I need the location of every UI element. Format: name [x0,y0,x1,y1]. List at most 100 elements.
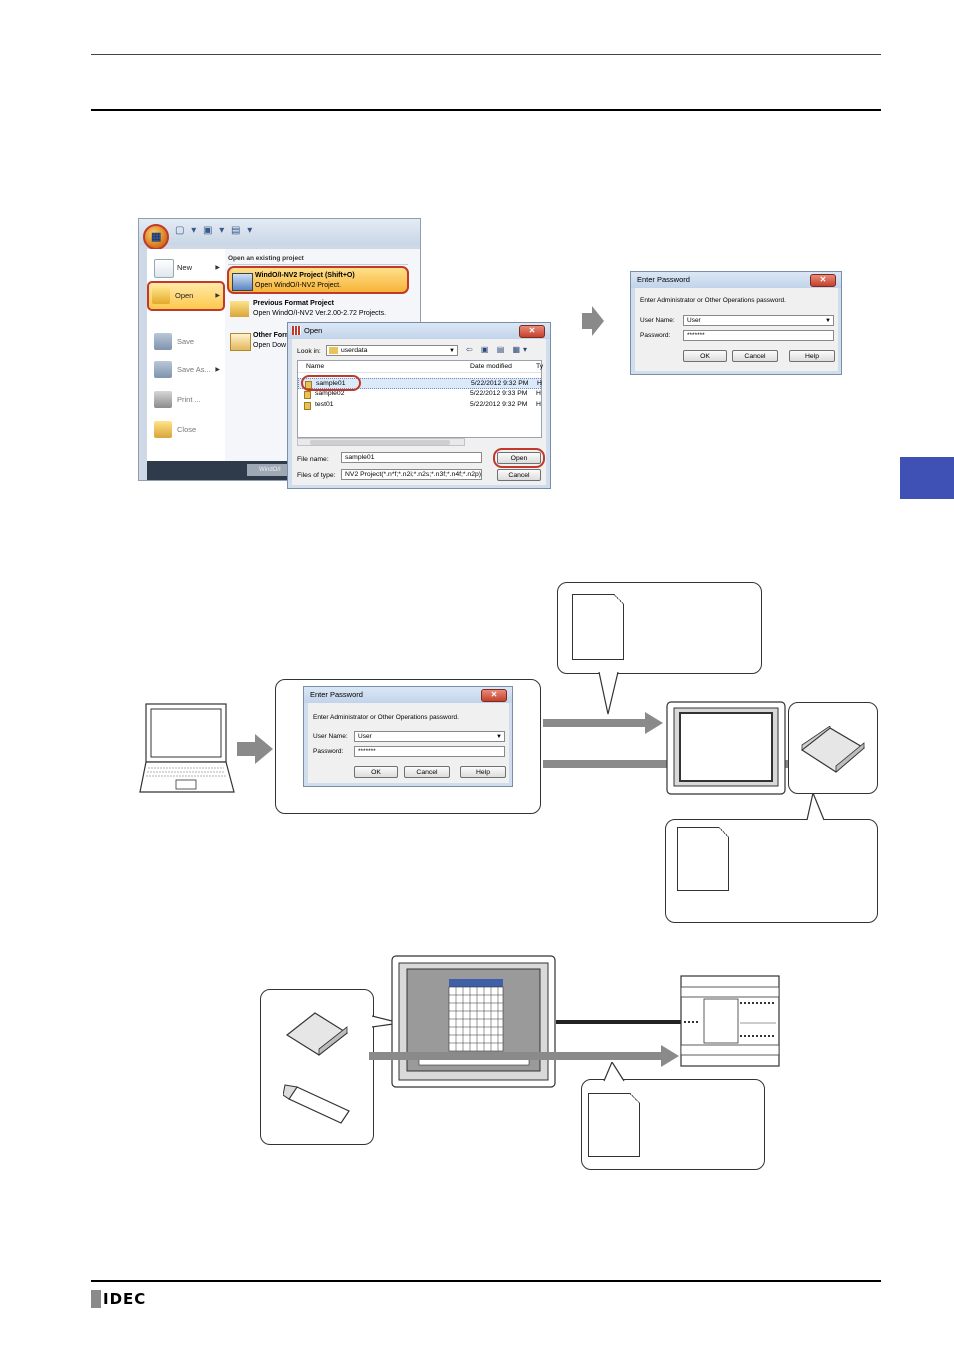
document-icon [677,827,729,891]
help-button[interactable]: Help [789,350,835,362]
recent-separator [228,264,408,265]
password-label: Password: [313,748,344,755]
horizontal-scrollbar[interactable] [297,438,465,446]
document-icon [588,1093,640,1157]
file-list[interactable]: Name Date modified Ty sample01 5/22/2012… [297,360,544,438]
open-nv2-project-item[interactable]: WindO/I-NV2 Project (Shift+O) Open WindO… [227,266,409,294]
chevron-down-icon: ▼ [496,734,502,740]
item-desc: Open WindO/I-NV2 Ver.2.00-2.72 Projects. [253,310,387,317]
chevron-down-icon: ▼ [825,318,831,324]
file-name-input[interactable]: sample01 [341,452,482,463]
open-previous-format-item[interactable]: Previous Format Project Open WindO/I-NV2… [227,296,409,324]
close-folder-icon [154,421,172,438]
menu-item-open[interactable]: Open ▶ [147,281,225,311]
footer-rule [91,1280,881,1282]
menu-label: Save [177,337,195,346]
dialog-titlebar: Open ✕ [288,323,550,339]
save-as-icon [154,361,172,378]
quick-access-toolbar [139,219,420,245]
dialog-titlebar: Enter Password ✕ [631,272,841,288]
dialog-body: Enter Administrator or Other Operations … [635,288,838,371]
file-type: H [536,401,541,408]
navigation-toolbar[interactable]: ⇦ ▣ ▤ ▦▾ [466,345,531,354]
help-button[interactable]: Help [460,766,506,778]
file-name: test01 [315,401,334,408]
close-icon[interactable]: ✕ [519,325,545,338]
transfer-arrow [543,712,663,734]
menu-item-save-as[interactable]: Save As... ▶ [151,357,223,383]
file-name: sample01 [316,380,346,387]
user-name-select[interactable]: User ▼ [354,731,505,742]
file-row[interactable]: sample02 5/22/2012 9:33 PM H [298,389,541,400]
password-input[interactable]: ******* [354,746,505,757]
enter-password-dialog: Enter Password ✕ Enter Administrator or … [630,271,842,375]
application-button[interactable]: ▦ [143,224,169,250]
file-icon [304,391,311,399]
file-row[interactable]: test01 5/22/2012 9:32 PM H [298,400,541,411]
callout-pointer [806,793,825,821]
chevron-down-icon: ▼ [449,348,455,354]
cancel-button[interactable]: Cancel [732,350,778,362]
column-type[interactable]: Ty [536,363,544,370]
enter-password-dialog: Enter Password ✕ Enter Administrator or … [303,686,513,787]
callout-pointer [598,672,619,715]
sd-card-icon [285,1012,349,1056]
file-list-header: Name Date modified Ty [298,361,544,373]
step-arrow-icon [237,734,273,764]
cancel-button[interactable]: Cancel [497,469,541,481]
header-rule-thin [91,54,881,55]
open-folder-icon [152,287,170,304]
item-title: Other Form [253,332,292,339]
cancel-button[interactable]: Cancel [404,766,450,778]
app-logo-icon: ▦ [151,231,162,243]
logo-bar [91,1290,101,1308]
document-icon [572,594,624,660]
project-icon [232,273,253,291]
open-other-format-item[interactable]: Other Form Open Dow [227,328,409,356]
dialog-title: Open [304,326,323,335]
column-name[interactable]: Name [306,363,325,370]
file-date: 5/22/2012 9:33 PM [470,390,528,397]
open-dialog: Open ✕ Look in: userdata ▼ ⇦ ▣ ▤ ▦▾ Name… [287,322,551,489]
dialog-body: Look in: userdata ▼ ⇦ ▣ ▤ ▦▾ Name Date m… [292,339,546,485]
file-date: 5/22/2012 9:32 PM [470,401,528,408]
scrollbar-thumb[interactable] [310,440,450,445]
prompt-text: Enter Administrator or Other Operations … [313,714,459,721]
item-desc: Open Dow [253,342,287,349]
step-arrow-icon [582,306,604,336]
idec-logo: IDEC [103,1290,147,1308]
file-name: sample02 [315,390,345,397]
menu-item-print[interactable]: Print ... [151,387,223,413]
printer-icon [154,391,172,408]
ok-button[interactable]: OK [354,766,398,778]
files-of-type-select[interactable]: NV2 Project(*.n*f;*.n2i;*.n2s;*.n3f;*.n4… [341,469,482,480]
transfer-arrow [369,1045,679,1067]
highlight-circle [493,448,545,468]
file-name-label: File name: [297,456,329,463]
close-icon[interactable]: ✕ [810,274,836,287]
ok-button[interactable]: OK [683,350,727,362]
open-button[interactable]: Open [497,452,541,464]
column-date[interactable]: Date modified [470,363,512,370]
close-icon[interactable]: ✕ [481,689,507,702]
item-title: WindO/I-NV2 Project (Shift+O) [255,272,355,279]
user-name-select[interactable]: User ▼ [683,315,834,326]
new-file-icon [154,259,174,278]
menu-item-close[interactable]: Close [151,417,223,443]
prompt-text: Enter Administrator or Other Operations … [640,297,786,304]
menu-item-new[interactable]: New ▶ [151,255,223,281]
submenu-arrow-icon: ▶ [215,265,220,271]
user-name-value: User [358,733,372,740]
folder-icon [230,301,249,317]
files-of-type-label: Files of type: [297,472,336,479]
communication-cable [556,1020,684,1024]
menu-item-save[interactable]: Save [151,329,223,355]
dialog-body: Enter Administrator or Other Operations … [308,703,509,783]
password-input[interactable]: ******* [683,330,834,341]
look-in-value: userdata [341,347,368,354]
quick-access-icons[interactable]: ▢ ▾ ▣ ▾ ▤ ▾ [175,225,255,236]
menu-label: Print ... [177,395,201,404]
look-in-select[interactable]: userdata ▼ [326,345,458,356]
menu-label: Open [175,291,194,300]
chapter-tab-marker [900,457,954,499]
